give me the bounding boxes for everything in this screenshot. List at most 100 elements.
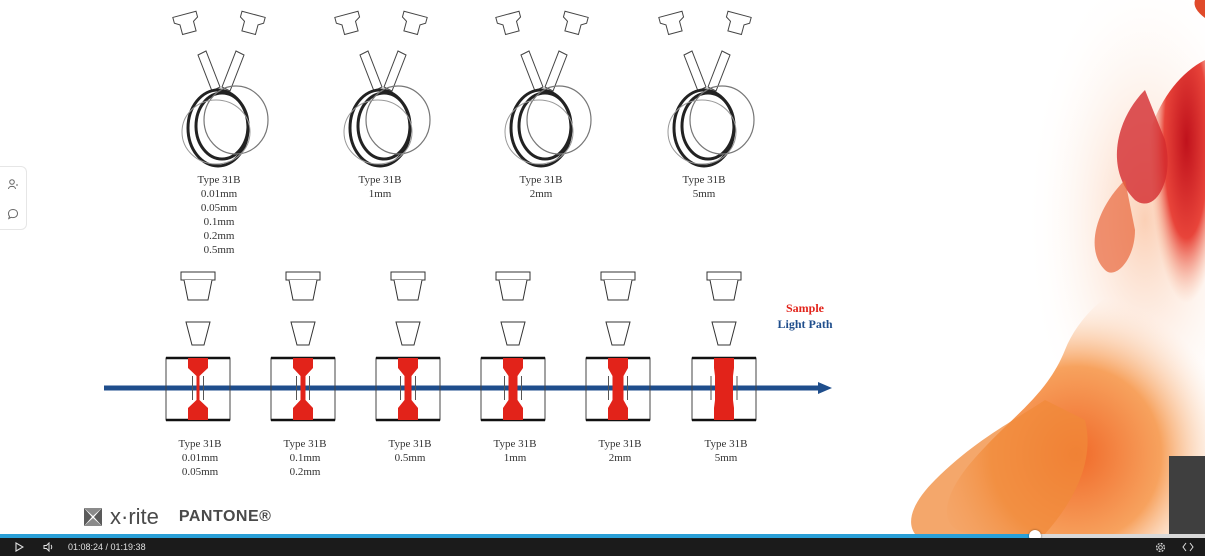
cell-stopper bbox=[603, 279, 633, 301]
cell-cap bbox=[600, 271, 636, 281]
ring bbox=[667, 99, 737, 165]
label-line: Type 31B bbox=[197, 174, 241, 186]
ring bbox=[504, 99, 574, 165]
xrite-wordmark: x·rite bbox=[110, 504, 159, 529]
progress-fill bbox=[0, 534, 1036, 538]
round-cuvette bbox=[172, 10, 269, 168]
label-line: Type 31B bbox=[704, 438, 748, 450]
label-line: Type 31B bbox=[493, 438, 537, 450]
ink-splash-decoration bbox=[911, 0, 1205, 534]
cell-stopper bbox=[709, 279, 739, 301]
label-line: 0.01mm bbox=[181, 452, 219, 464]
top-cell-label-2: Type 31B 1mm bbox=[335, 173, 425, 201]
legend-light-path: Light Path bbox=[777, 317, 833, 331]
stopper bbox=[495, 10, 522, 36]
side-toolbar bbox=[0, 166, 27, 230]
cell-cap bbox=[285, 271, 321, 281]
label-line: 0.05mm bbox=[200, 202, 238, 214]
side-panel-tab[interactable] bbox=[1169, 456, 1205, 534]
neck bbox=[383, 50, 407, 92]
ring bbox=[181, 99, 251, 165]
cell-cap bbox=[706, 271, 742, 281]
ring bbox=[356, 91, 412, 161]
label-line: 0.05mm bbox=[181, 466, 219, 478]
cuvette-diagram bbox=[104, 10, 832, 422]
ring bbox=[689, 85, 755, 155]
top-cell-label-3: Type 31B 2mm bbox=[496, 173, 586, 201]
label-line: Type 31B bbox=[178, 438, 222, 450]
stopper bbox=[658, 10, 685, 36]
label-line: 5mm bbox=[692, 188, 716, 200]
cell-funnel bbox=[500, 321, 526, 346]
label-line: 2mm bbox=[608, 452, 632, 464]
label-line: 0.01mm bbox=[200, 188, 238, 200]
neck bbox=[520, 50, 544, 92]
neck bbox=[197, 50, 221, 92]
sample-fill bbox=[608, 358, 628, 420]
cell-stopper bbox=[498, 279, 528, 301]
cell-stopper bbox=[288, 279, 318, 301]
cell-stopper bbox=[393, 279, 423, 301]
sample-cell bbox=[585, 271, 651, 422]
stopper bbox=[334, 10, 361, 36]
label-line: Type 31B bbox=[519, 174, 563, 186]
top-cell-label-4: Type 31B 5mm bbox=[659, 173, 749, 201]
round-cuvette bbox=[334, 10, 431, 168]
label-line: Type 31B bbox=[283, 438, 327, 450]
bottom-cell-label-4: Type 31B 1mm bbox=[470, 437, 560, 465]
stopper bbox=[172, 10, 199, 36]
sample-fill bbox=[188, 358, 208, 420]
neck bbox=[707, 50, 731, 92]
sample-fill bbox=[398, 358, 418, 420]
volume-button[interactable] bbox=[40, 538, 58, 556]
stopper bbox=[239, 10, 266, 36]
stopper bbox=[725, 10, 752, 36]
comment-icon bbox=[7, 208, 19, 220]
label-line: Type 31B bbox=[598, 438, 642, 450]
round-cuvette bbox=[495, 10, 592, 168]
neck bbox=[359, 50, 383, 92]
label-line: Type 31B bbox=[358, 174, 402, 186]
pantone-wordmark: PANTONE® bbox=[178, 508, 272, 525]
cell-cap bbox=[495, 271, 531, 281]
play-icon bbox=[15, 542, 24, 552]
label-line: 0.1mm bbox=[203, 216, 235, 228]
stopper bbox=[401, 10, 428, 36]
label-line: 5mm bbox=[714, 452, 738, 464]
sample-cell bbox=[480, 271, 546, 422]
ring bbox=[343, 99, 413, 165]
settings-button[interactable] bbox=[1151, 538, 1169, 556]
user-button[interactable] bbox=[0, 171, 26, 197]
cell-stopper bbox=[183, 279, 213, 301]
bottom-cell-label-6: Type 31B 5mm bbox=[681, 437, 771, 465]
label-line: Type 31B bbox=[682, 174, 726, 186]
xrite-logo-icon bbox=[84, 508, 102, 526]
label-line: 0.5mm bbox=[394, 452, 426, 464]
label-line: Type 31B bbox=[388, 438, 432, 450]
sample-cell bbox=[691, 271, 757, 422]
diagram-legend: Sample Light Path bbox=[760, 300, 850, 332]
neck bbox=[221, 50, 245, 92]
play-button[interactable] bbox=[10, 538, 28, 556]
bottom-cell-label-2: Type 31B 0.1mm 0.2mm bbox=[260, 437, 350, 479]
sample-cell bbox=[270, 271, 336, 422]
sample-cell bbox=[375, 271, 441, 422]
cell-funnel bbox=[290, 321, 316, 346]
ring bbox=[203, 85, 269, 155]
label-line: 0.2mm bbox=[203, 230, 235, 242]
ring bbox=[517, 91, 573, 161]
sample-cell bbox=[165, 271, 231, 422]
stopper bbox=[562, 10, 589, 36]
fullscreen-button[interactable] bbox=[1179, 538, 1197, 556]
sample-fill bbox=[714, 358, 734, 420]
neck bbox=[544, 50, 568, 92]
neck bbox=[683, 50, 707, 92]
brand-logo: x·rite PANTONE® bbox=[82, 504, 271, 530]
settings-icon bbox=[1155, 542, 1165, 552]
ring bbox=[194, 91, 250, 161]
label-line: 1mm bbox=[503, 452, 527, 464]
volume-icon bbox=[43, 542, 53, 552]
top-cell-label-1: Type 31B 0.01mm 0.05mm 0.1mm 0.2mm 0.5mm bbox=[174, 173, 264, 257]
comment-button[interactable] bbox=[0, 201, 26, 227]
sample-fill bbox=[293, 358, 313, 420]
